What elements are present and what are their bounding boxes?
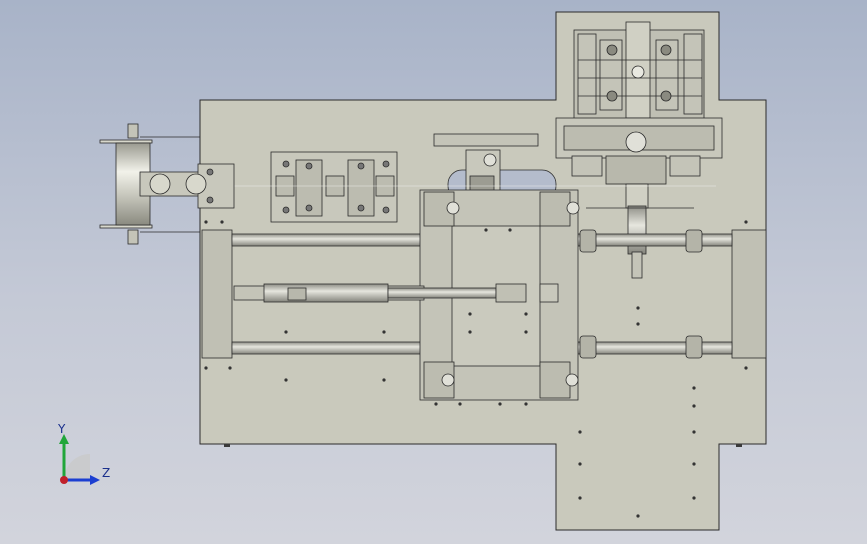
upper-clamp-assembly <box>555 21 723 279</box>
mounting-holes <box>204 220 748 518</box>
wire-spool-reel <box>99 123 235 245</box>
base-feet <box>224 444 742 447</box>
y-axis-label: Y <box>58 422 66 436</box>
x-axis-dot <box>60 476 68 484</box>
z-axis-label: Z <box>102 466 111 480</box>
coordinate-triad <box>59 434 100 485</box>
left-clamp-block <box>270 151 398 223</box>
pneumatic-cylinder <box>233 283 559 303</box>
